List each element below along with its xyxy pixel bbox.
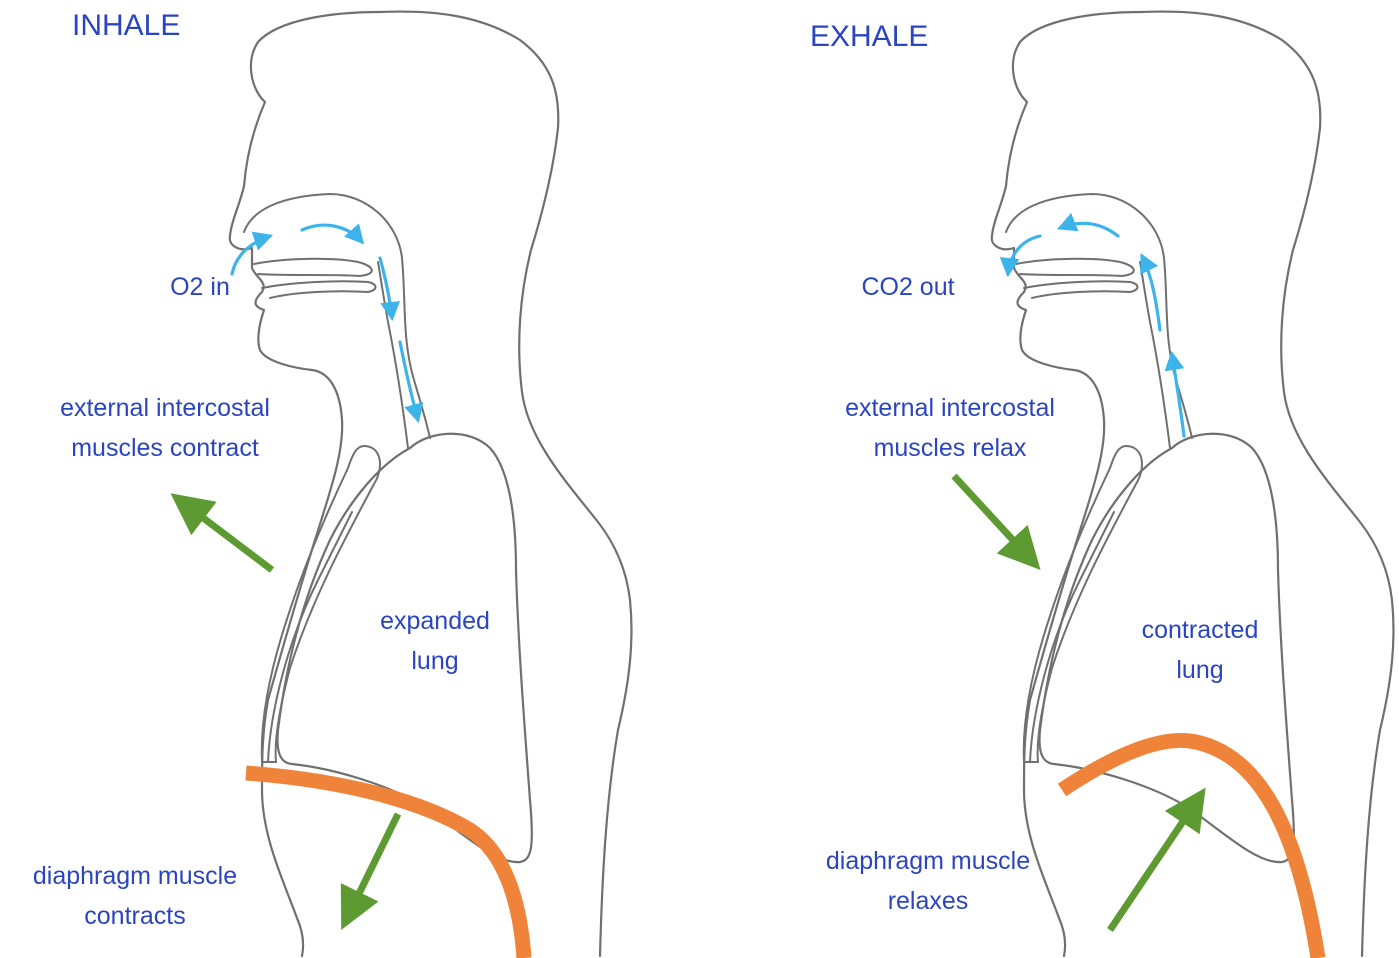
inhale-lung-label-line2: lung [355,641,515,681]
exhale-title: EXHALE [810,19,928,55]
exhale-airflow-arrow-4 [1008,236,1040,274]
exhale-diaphragm-arrow [1110,808,1192,930]
inhale-airflow-arrow-2 [302,225,362,242]
exhale-airflow-arrow-1 [1172,354,1184,436]
exhale-intercostal-label-line2: muscles relax [805,428,1095,468]
exhale-lung-label-line2: lung [1115,650,1285,690]
inhale-diaphragm-arrow [352,814,398,908]
inhale-airflow-label: O2 in [150,267,250,307]
exhale-lung-label-line1: contracted [1115,610,1285,650]
exhale-diaphragm-label-line1: diaphragm muscle [798,841,1058,881]
inhale-intercostal-label-line2: muscles contract [20,428,310,468]
inhale-panel [190,12,632,958]
inhale-intercostal-arrow [190,508,272,570]
exhale-airflow-arrow-3 [1060,223,1118,236]
exhale-diaphragm-label-line2: relaxes [798,881,1058,921]
exhale-intercostal-arrow [954,476,1024,552]
inhale-title: INHALE [72,8,180,44]
inhale-lung-label-line1: expanded [355,601,515,641]
inhale-diaphragm-label-line2: contracts [0,896,270,936]
exhale-panel [954,12,1394,958]
exhale-body-outline [992,12,1394,956]
inhale-diaphragm [246,773,524,958]
inhale-diaphragm-label-line1: diaphragm muscle [0,856,270,896]
inhale-intercostal-label-line1: external intercostal [20,388,310,428]
exhale-diaphragm [1062,740,1318,958]
exhale-airflow-label: CO2 out [838,267,978,307]
exhale-intercostal-label-line1: external intercostal [805,388,1095,428]
